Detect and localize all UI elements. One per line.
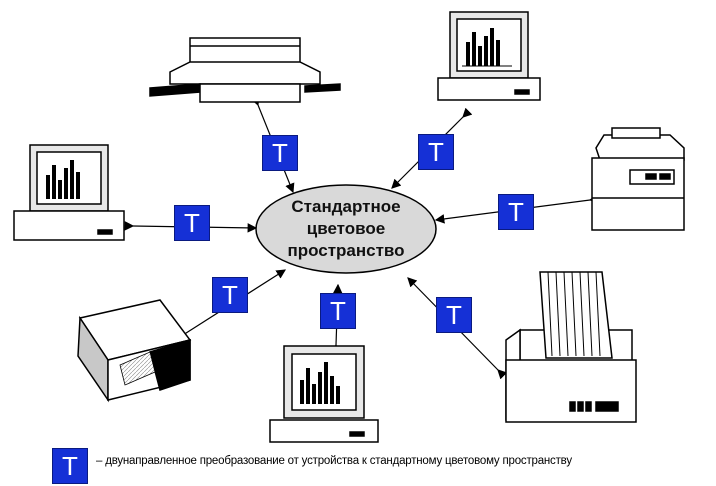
center-label-line1: Стандартное: [291, 197, 401, 216]
flatbed-printer-icon: [149, 37, 341, 103]
transform-box-left-monitor: T: [174, 205, 210, 241]
transform-box-top-right-monitor: T: [418, 134, 454, 170]
scanner-icon: [77, 299, 192, 403]
laser-printer-icon: [591, 127, 685, 231]
legend-text: – двунаправленное преобразование от устр…: [96, 455, 572, 467]
transform-box-bottom-monitor: T: [320, 293, 356, 329]
transform-box-big-printer: T: [436, 297, 472, 333]
transform-box-right-printer: T: [498, 194, 534, 230]
legend-transform-box: T: [52, 448, 88, 484]
center-label-line3: пространство: [287, 241, 405, 260]
monitor-bottom-icon: [269, 345, 379, 443]
standard-color-space-ellipse: [255, 184, 437, 274]
center-label-line2: цветовое: [306, 219, 386, 238]
center-label: Стандартное цветовое пространство: [258, 196, 434, 262]
transform-box-scanner: T: [212, 277, 248, 313]
transform-box-top-printer: T: [262, 135, 298, 171]
large-printer-icon: [505, 271, 637, 423]
monitor-left-icon: [13, 144, 125, 241]
monitor-top-right-icon: [437, 11, 541, 101]
